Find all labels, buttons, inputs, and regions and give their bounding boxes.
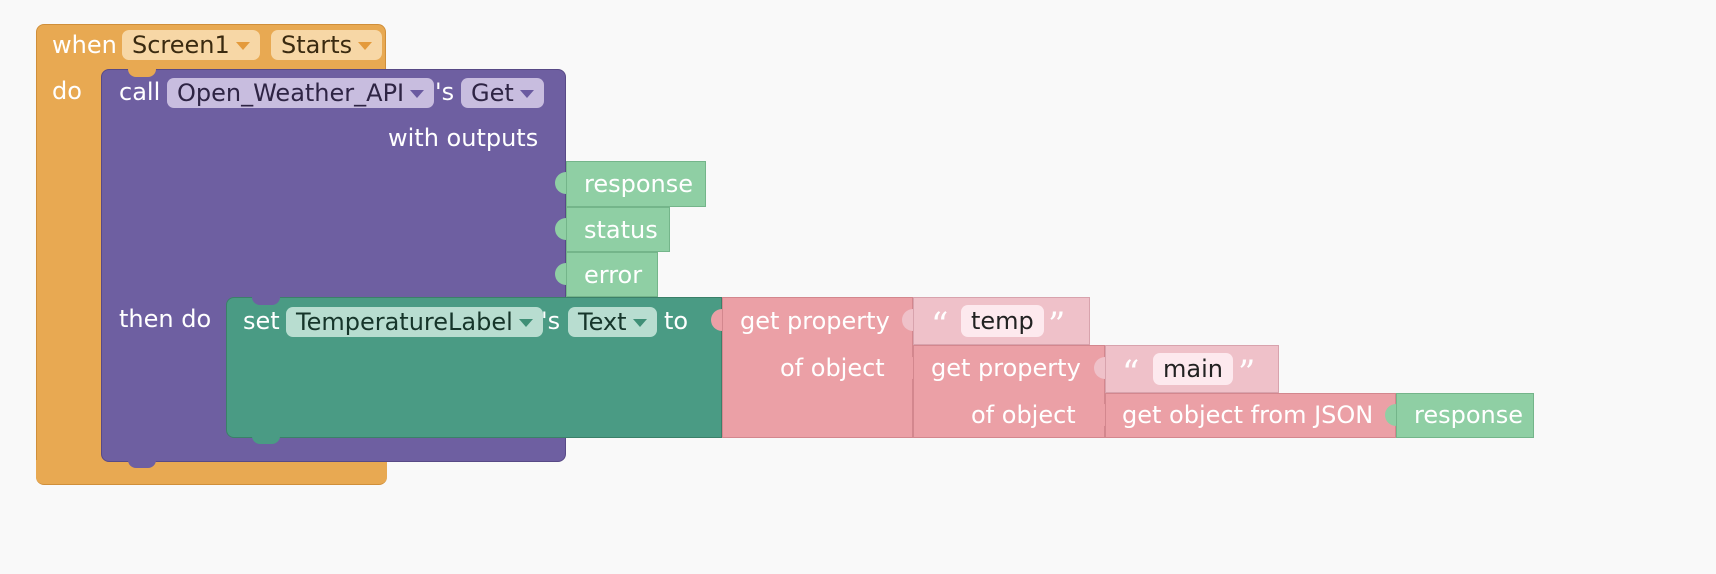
get-response-variable-block[interactable] — [1396, 393, 1534, 438]
chevron-down-icon — [358, 42, 373, 50]
api-component-dropdown[interactable]: Open_Weather_API — [167, 78, 435, 108]
output-status-block[interactable] — [566, 207, 670, 252]
text-main-value[interactable]: main — [1153, 353, 1233, 385]
do-label: do — [52, 77, 82, 105]
get-response-variable-label: response — [1414, 401, 1524, 429]
set-component-dropdown[interactable]: TemperatureLabel — [286, 307, 543, 337]
of-object-outer-label: of object — [780, 354, 885, 382]
get-object-from-json-label: get object from JSON — [1122, 401, 1374, 429]
set-component-value: TemperatureLabel — [296, 308, 513, 336]
output-response-block[interactable] — [566, 161, 706, 207]
api-method-dropdown[interactable]: Get — [461, 78, 544, 108]
set-possessive-label: 's — [541, 307, 561, 335]
text-temp-connector — [902, 309, 913, 331]
of-object-inner-label: of object — [971, 401, 1076, 429]
set-block-top-notch — [252, 297, 280, 305]
chevron-down-icon — [518, 319, 533, 327]
text-main-connector — [1094, 357, 1105, 379]
api-component-value: Open_Weather_API — [177, 79, 405, 107]
call-label: call — [119, 78, 161, 106]
call-block-top-notch — [128, 69, 156, 77]
chevron-down-icon — [235, 42, 250, 50]
call-block-bottom-tab — [128, 460, 156, 468]
close-quote-icon: ” — [1048, 305, 1066, 345]
output-status-connector — [555, 218, 566, 240]
output-error-label: error — [584, 261, 643, 289]
with-outputs-label: with outputs — [388, 124, 539, 152]
open-quote-icon: “ — [1122, 353, 1140, 393]
get-property-outer-label: get property — [740, 307, 890, 335]
chevron-down-icon — [519, 90, 534, 98]
output-response-label: response — [584, 170, 694, 198]
output-response-connector — [555, 172, 566, 194]
output-error-block[interactable] — [566, 252, 658, 297]
get-property-inner-block[interactable] — [913, 345, 1105, 438]
open-quote-icon: “ — [931, 305, 949, 345]
get-property-inner-connector — [902, 357, 913, 379]
set-block-bottom-tab — [252, 436, 280, 444]
screen-component-value: Screen1 — [132, 31, 230, 59]
chevron-down-icon — [632, 319, 647, 327]
get-property-outer-connector — [711, 309, 722, 331]
when-label: when — [52, 31, 117, 59]
event-name-value: Starts — [281, 31, 353, 59]
then-do-label: then do — [119, 305, 212, 333]
output-error-connector — [555, 263, 566, 285]
screen-component-dropdown[interactable]: Screen1 — [122, 30, 260, 60]
close-quote-icon: ” — [1238, 353, 1256, 393]
to-label: to — [664, 307, 689, 335]
set-property-value: Text — [578, 308, 627, 336]
api-method-value: Get — [471, 79, 514, 107]
get-object-from-json-block[interactable] — [1105, 393, 1396, 438]
text-temp-value[interactable]: temp — [961, 305, 1044, 337]
set-property-dropdown[interactable]: Text — [568, 307, 657, 337]
get-object-from-json-connector — [1094, 404, 1105, 426]
event-block-bottom-tab — [36, 460, 387, 485]
get-response-variable-connector — [1385, 404, 1396, 426]
output-status-label: status — [584, 216, 658, 244]
call-possessive-label: 's — [435, 78, 455, 106]
get-property-inner-label: get property — [931, 354, 1081, 382]
chevron-down-icon — [410, 90, 425, 98]
event-name-dropdown[interactable]: Starts — [271, 30, 383, 60]
set-label: set — [243, 307, 280, 335]
